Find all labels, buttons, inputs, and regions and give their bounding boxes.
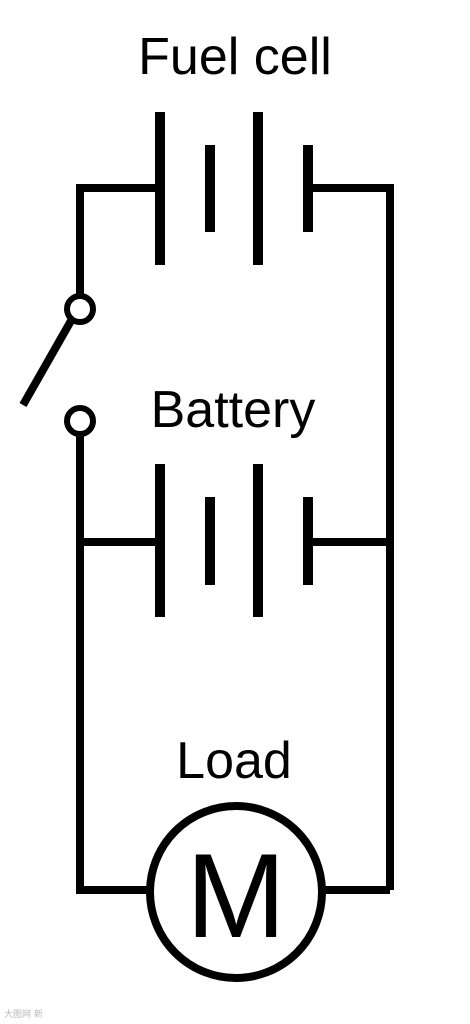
motor-symbol: M (146, 802, 326, 982)
fuel-cell-label: Fuel cell (138, 28, 332, 86)
load-label: Load (176, 732, 292, 790)
wire-fuel-cell-right (308, 184, 394, 890)
wire-fuel-cell-left (76, 184, 160, 296)
motor-letter: M (186, 829, 286, 963)
battery-label: Battery (151, 381, 316, 439)
wire-left-rail (76, 432, 150, 894)
battery-symbol (155, 464, 313, 617)
switch-terminal-top (64, 293, 96, 325)
fuel-cell-symbol (155, 112, 313, 265)
circuit-wires (76, 184, 394, 894)
switch-symbol (19, 293, 96, 437)
switch-terminal-bottom (64, 405, 96, 437)
watermark-text: 大图网 新 (4, 1008, 43, 1020)
motor-circle (146, 802, 326, 982)
switch-lever (19, 317, 76, 407)
